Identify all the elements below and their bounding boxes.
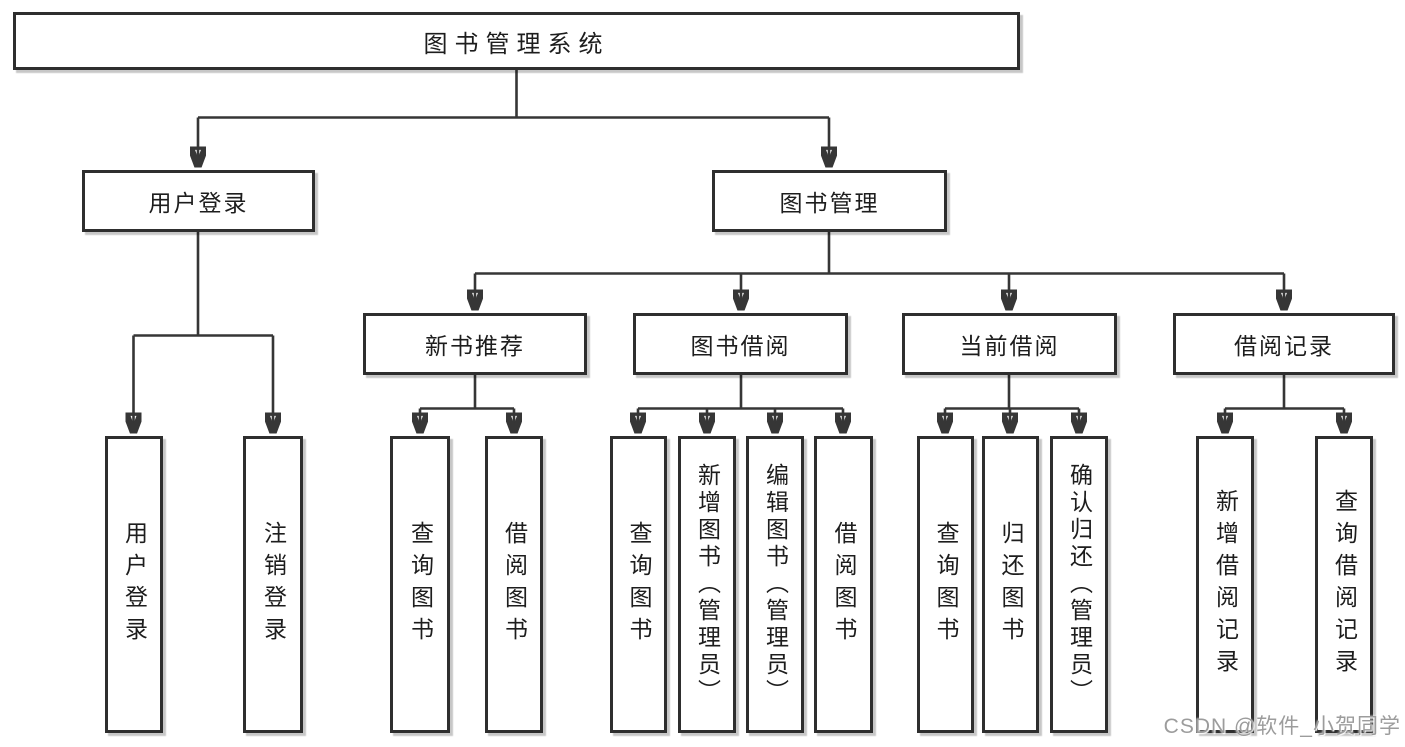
node-label: 新增图书（管理员） — [694, 463, 721, 706]
node-new-book-recommendation: 新书推荐 — [363, 313, 587, 375]
node-user-login: 用户登录 — [82, 170, 315, 232]
node-label: 图书管理系统 — [423, 30, 610, 58]
watermark: CSDN @软件_小贺同学 — [1163, 715, 1401, 738]
leaf-confirm-return-admin: 确认归还（管理员） — [1050, 436, 1108, 733]
edge-book-borrow-children — [638, 375, 843, 432]
node-label: 归还图书 — [998, 520, 1024, 649]
node-label: 借阅图书 — [831, 520, 857, 649]
node-label: 查询图书 — [407, 520, 434, 649]
node-label: 借阅记录 — [1234, 333, 1334, 359]
node-label: 用户登录 — [148, 190, 249, 216]
leaf-query-books-borrow: 查询图书 — [610, 436, 667, 733]
node-label: 新增借阅记录 — [1212, 488, 1239, 681]
edge-root-to-level2 — [198, 70, 829, 166]
node-book-borrowing: 图书借阅 — [633, 313, 848, 375]
leaf-add-book-admin: 新增图书（管理员） — [678, 436, 736, 733]
leaf-add-borrow-record: 新增借阅记录 — [1196, 436, 1254, 733]
leaf-query-borrow-record: 查询借阅记录 — [1315, 436, 1373, 733]
node-label: 查询图书 — [933, 520, 959, 649]
node-label: 当前借阅 — [959, 333, 1060, 359]
node-current-borrowing: 当前借阅 — [902, 313, 1117, 375]
node-label: 用户登录 — [121, 520, 148, 649]
leaf-query-books-current: 查询图书 — [917, 436, 974, 733]
leaf-borrow-books: 借阅图书 — [814, 436, 873, 733]
edge-user-login-children — [134, 232, 274, 432]
leaf-borrow-books-rec: 借阅图书 — [485, 436, 543, 733]
node-borrowing-records: 借阅记录 — [1173, 313, 1395, 375]
edge-borrow-records-children — [1225, 375, 1344, 432]
node-label: 图书借阅 — [690, 333, 791, 359]
node-label: 图书管理 — [779, 190, 880, 216]
leaf-user-login: 用户登录 — [105, 436, 163, 733]
leaf-return-book: 归还图书 — [982, 436, 1039, 733]
node-label: 确认归还（管理员） — [1066, 463, 1093, 706]
node-label: 注销登录 — [260, 520, 287, 649]
node-label: 查询借阅记录 — [1331, 488, 1358, 681]
node-label: 新书推荐 — [425, 333, 525, 359]
leaf-edit-book-admin: 编辑图书（管理员） — [746, 436, 804, 733]
leaf-logout: 注销登录 — [243, 436, 303, 733]
leaf-query-books-rec: 查询图书 — [390, 436, 450, 733]
edge-new-book-rec-children — [420, 375, 514, 432]
node-library-management-system: 图书管理系统 — [13, 12, 1020, 70]
edge-book-mgmt-children — [475, 232, 1284, 309]
node-label: 借阅图书 — [501, 520, 528, 649]
node-label: 编辑图书（管理员） — [762, 463, 789, 706]
node-book-management: 图书管理 — [712, 170, 947, 232]
edge-current-borrow-children — [945, 375, 1079, 432]
node-label: 查询图书 — [626, 520, 652, 649]
